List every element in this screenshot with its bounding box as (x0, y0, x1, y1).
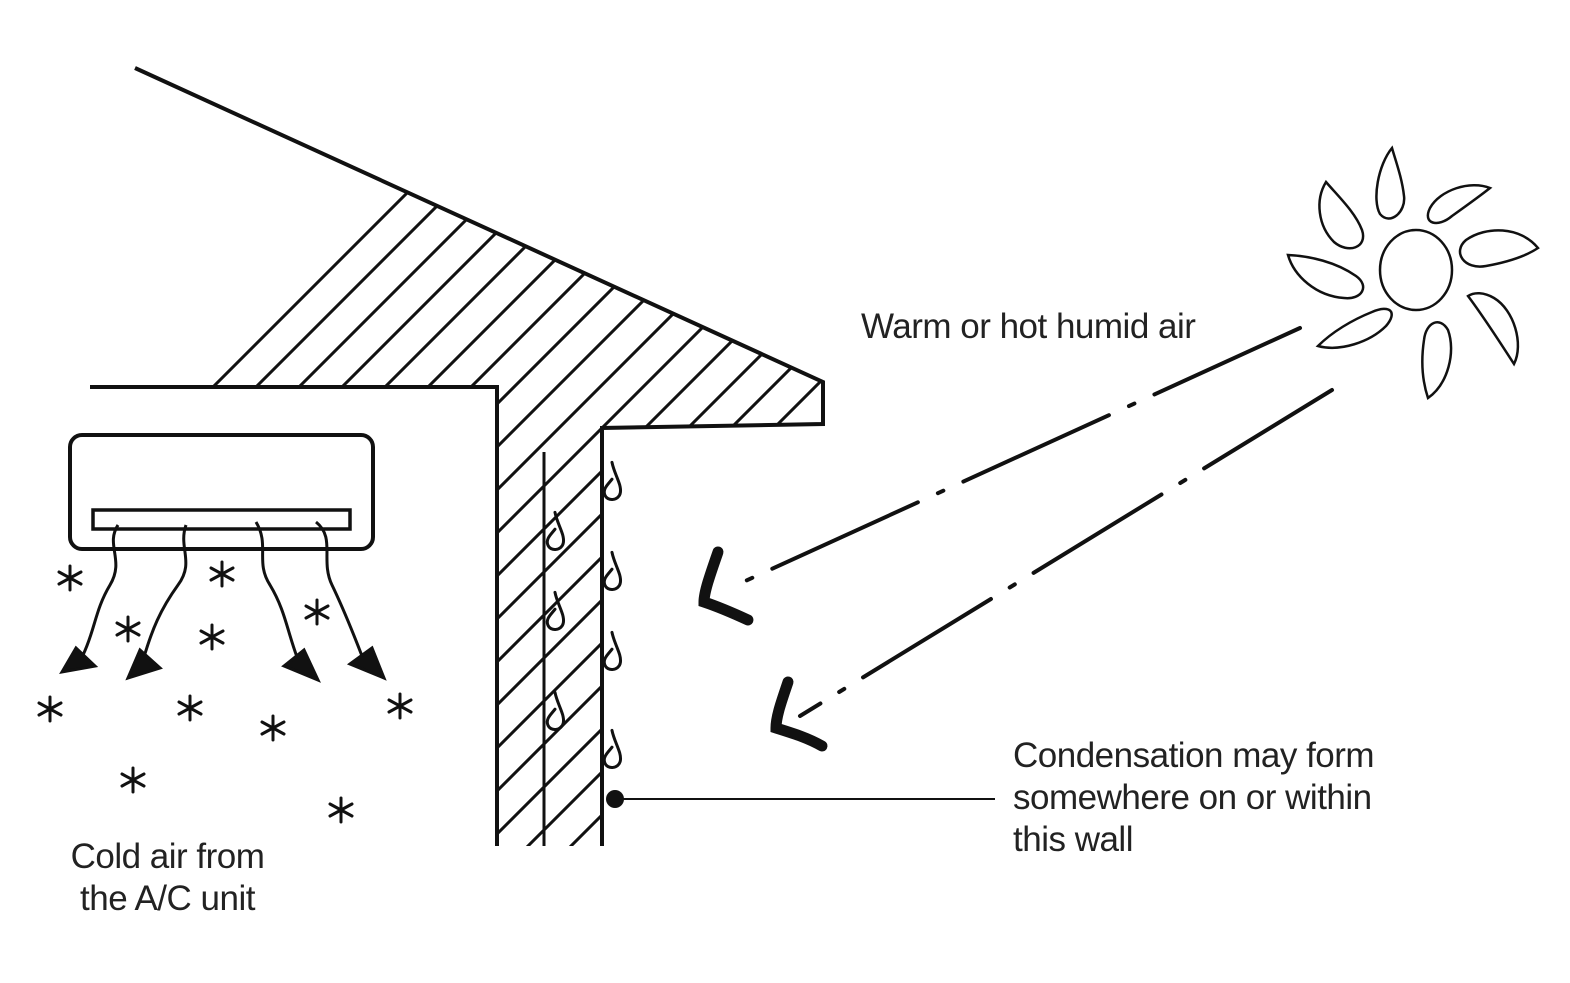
warm-air-label: Warm or hot humid air (861, 307, 1196, 346)
humid-air-arrow-icon (698, 326, 1334, 752)
condensation-label-line-2: somewhere on or within (1013, 778, 1372, 817)
cold-air-label: Cold air from the A/C unit (40, 836, 295, 920)
cold-air-label-line-1: Cold air from (70, 837, 265, 876)
sun-icon (1286, 145, 1540, 400)
condensation-label: Condensation may form somewhere on or wi… (1013, 735, 1375, 861)
condensation-label-line-3: this wall (1013, 820, 1133, 859)
ac-unit-icon (68, 433, 375, 551)
water-droplet-icon (545, 460, 623, 770)
condensation-label-line-1: Condensation may form (1013, 736, 1375, 775)
snowflake-icon (37, 560, 413, 824)
condensation-leader-line (606, 790, 995, 808)
cold-air-label-line-2: the A/C unit (80, 879, 255, 918)
airflow-arrow-icon (59, 520, 387, 683)
